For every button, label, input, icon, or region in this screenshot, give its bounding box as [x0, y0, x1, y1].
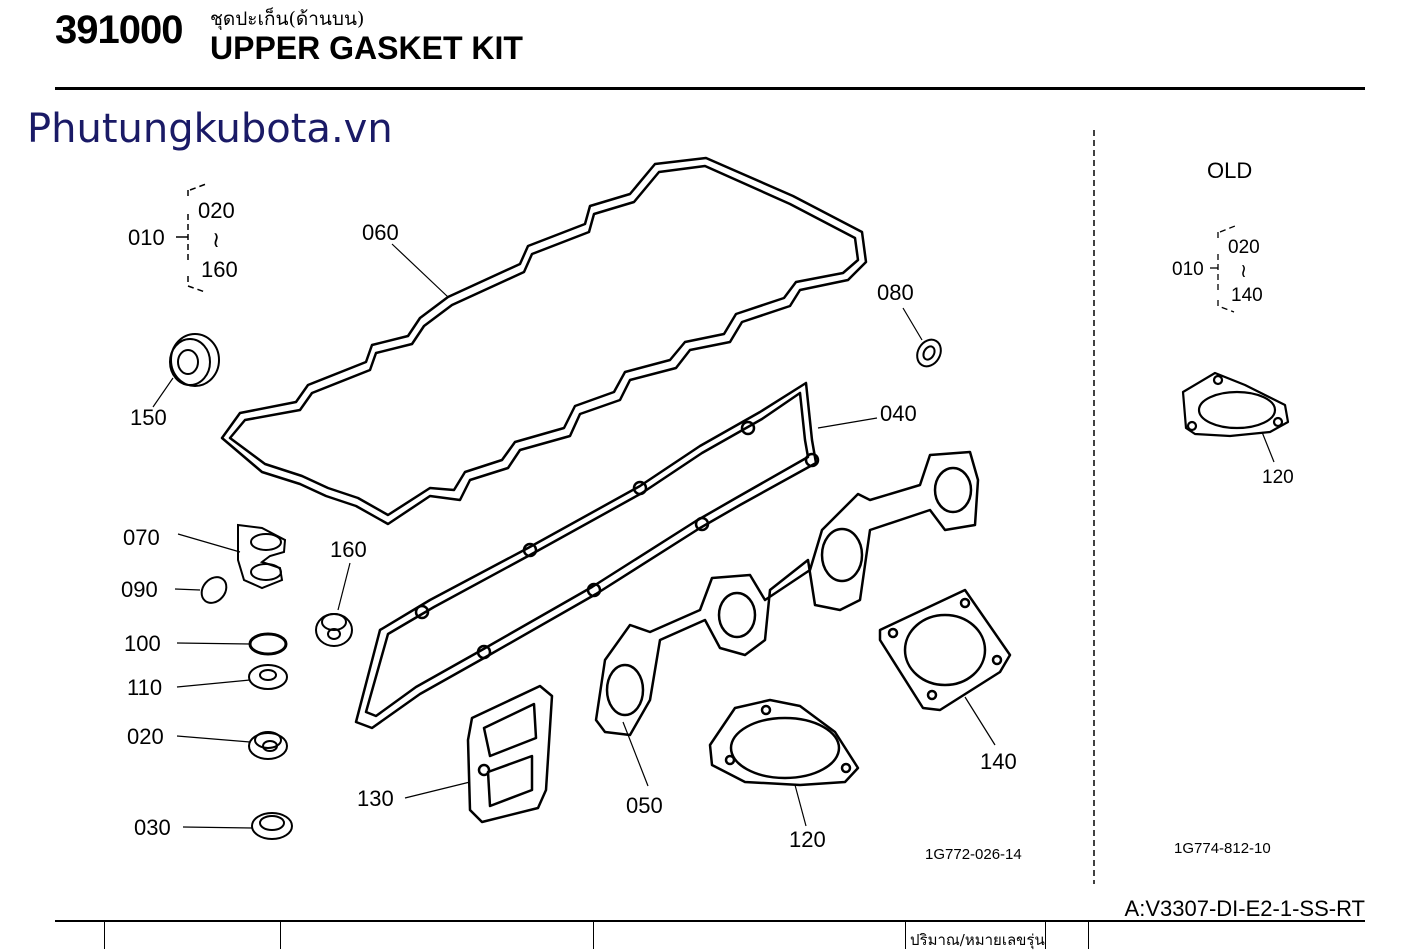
part-020-stem-seal — [248, 731, 288, 760]
header-rule — [55, 87, 1365, 90]
old-range-separator: ≀ — [1240, 261, 1247, 282]
table-top-rule — [55, 920, 1365, 922]
table-col-divider — [280, 920, 281, 949]
part-group-code: 391000 — [55, 8, 183, 52]
old-callout-120: 120 — [1262, 467, 1294, 488]
callout-150: 150 — [130, 405, 167, 430]
callout-040: 040 — [880, 401, 917, 426]
part-100-o-ring — [248, 632, 288, 656]
drawing-number: 1G772-026-14 — [925, 846, 1022, 863]
table-col-divider — [593, 920, 594, 949]
old-callout-020: 020 — [1228, 237, 1260, 258]
old-callout-010: 010 — [1172, 259, 1204, 280]
table-col-divider — [1088, 920, 1089, 949]
part-140-square-gasket — [878, 588, 1012, 712]
callout-110: 110 — [127, 675, 162, 700]
old-drawing-number: 1G774-812-10 — [1174, 840, 1271, 857]
callout-030: 030 — [134, 815, 171, 840]
range-bracket-010 — [176, 183, 207, 293]
callout-130: 130 — [357, 786, 394, 811]
old-callout-140: 140 — [1231, 285, 1263, 306]
callout-060: 060 — [362, 220, 399, 245]
part-040-manifold-gasket — [354, 381, 820, 730]
callout-020: 020 — [127, 724, 164, 749]
part-080-seal — [916, 338, 942, 368]
thai-title: ชุดปะเก็น(ด้านบน) — [210, 8, 365, 30]
callout-020-range: 020 — [198, 198, 235, 223]
callout-090: 090 — [121, 577, 158, 602]
callout-160: 160 — [330, 537, 367, 562]
model-code: A:V3307-DI-E2-1-SS-RT — [1124, 896, 1365, 921]
part-070-gasket — [237, 523, 287, 590]
callout-070: 070 — [123, 525, 160, 550]
table-col-divider — [104, 920, 105, 949]
callout-140: 140 — [980, 749, 1017, 774]
part-090-o-ring — [200, 576, 228, 604]
part-030-seal — [251, 812, 293, 840]
watermark: Phutungkubota.vn — [27, 106, 393, 152]
part-160-valve-seal — [315, 613, 353, 647]
callout-010: 010 — [128, 225, 165, 250]
table-col-divider — [905, 920, 906, 949]
table-header-qty-model: ปริมาณ/หมายเลขรุ่น — [910, 931, 1045, 949]
part-150-oil-seal — [169, 333, 220, 387]
part-110-washer — [248, 664, 288, 690]
page-title: UPPER GASKET KIT — [210, 30, 523, 66]
callout-120: 120 — [789, 827, 826, 852]
callout-100: 100 — [124, 631, 161, 656]
old-range-bracket — [1210, 225, 1236, 313]
callout-080: 080 — [877, 280, 914, 305]
callout-160-range: 160 — [201, 257, 238, 282]
callout-050: 050 — [626, 793, 663, 818]
part-060-cover-gasket — [220, 156, 868, 526]
part-130-thermostat-gasket — [466, 684, 554, 824]
old-part-120-gasket — [1181, 371, 1290, 438]
part-050-exhaust-gasket — [594, 450, 980, 737]
old-label: OLD — [1207, 158, 1252, 183]
table-col-divider — [1045, 920, 1046, 949]
range-separator: ≀ — [212, 227, 220, 252]
part-120-flange-gasket — [708, 698, 860, 787]
